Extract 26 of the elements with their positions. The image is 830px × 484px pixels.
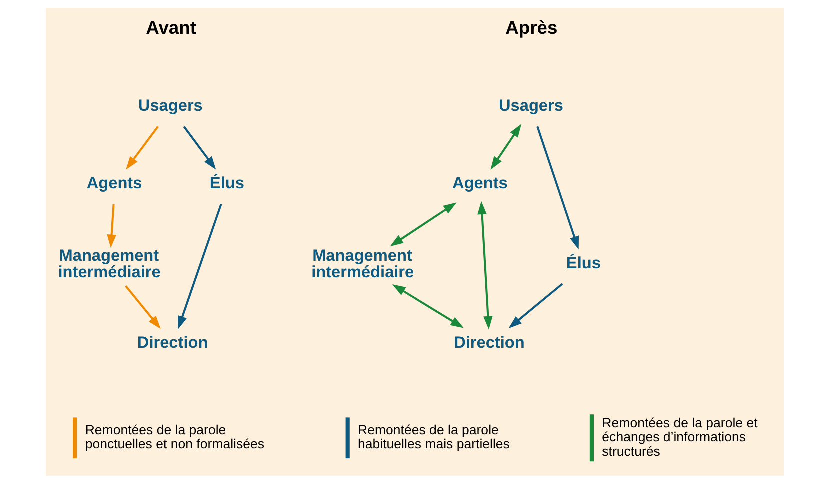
arrow bbox=[490, 124, 522, 170]
label: Après bbox=[506, 17, 558, 38]
node-text: Agents bbox=[452, 174, 508, 193]
node-text: Agents bbox=[86, 174, 142, 193]
arrow bbox=[536, 126, 580, 250]
node-text: Élus bbox=[566, 254, 601, 272]
arrow bbox=[478, 201, 493, 330]
node-text: Management intermédiaire bbox=[312, 247, 414, 282]
arrow bbox=[183, 126, 216, 170]
arrow bbox=[508, 283, 564, 329]
arrow bbox=[125, 285, 161, 330]
label: Avant bbox=[146, 17, 196, 38]
legend-label: Remontées de la parole ponctuelles et non formalisées bbox=[85, 422, 265, 452]
arrow bbox=[126, 126, 159, 170]
node-text: Élus bbox=[210, 174, 244, 193]
legend-label: Remontées de la parole habituelles mais partielles bbox=[358, 422, 510, 452]
node-text: Management intermédiaire bbox=[58, 247, 161, 282]
arrow bbox=[107, 204, 116, 248]
node-text: Direction bbox=[137, 334, 208, 352]
arrow bbox=[392, 284, 464, 328]
arrow bbox=[390, 202, 457, 247]
legend-label: Remontées de la parole et échanges d’informations structurés bbox=[602, 415, 758, 459]
node-text: Direction bbox=[454, 334, 525, 352]
node-text: Usagers bbox=[138, 97, 203, 116]
node-text: Usagers bbox=[499, 97, 564, 116]
arrow bbox=[178, 204, 222, 330]
